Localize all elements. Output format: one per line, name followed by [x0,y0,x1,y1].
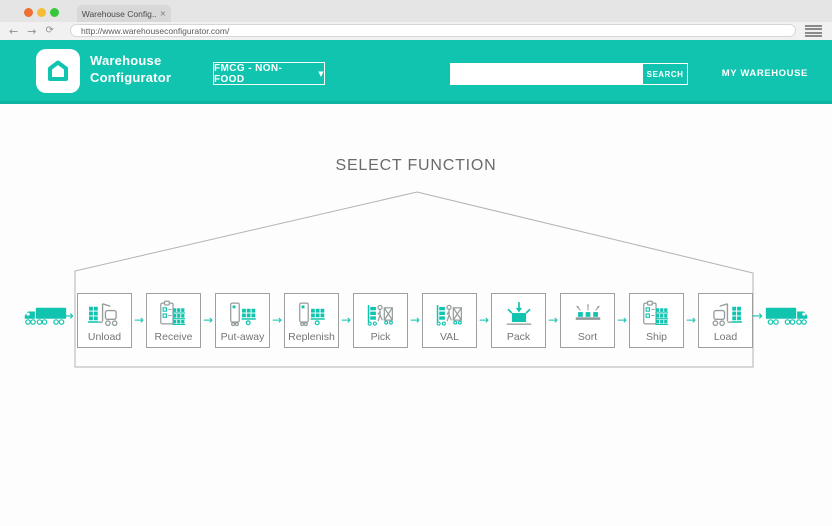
flow-arrow-icon: → [270,314,284,326]
category-dropdown-value: FMCG - NON-FOOD [214,63,309,85]
close-window-button[interactable] [24,8,33,17]
cart-picker-icon [433,294,467,331]
forward-icon[interactable]: → [27,26,36,37]
flow-arrow-icon: → [201,314,215,326]
refresh-icon[interactable]: ⟳ [45,26,53,36]
function-box-pack[interactable]: Pack [491,293,546,348]
flow-arrow-icon: → [546,314,560,326]
page-title: SELECT FUNCTION [0,157,832,175]
function-box-val[interactable]: VAL [422,293,477,348]
browser-tab[interactable]: Warehouse Config.. × [77,5,171,22]
main-content: SELECT FUNCTION → Unload → [0,104,832,526]
flow-arrow-icon: → [339,314,353,326]
brand-name: Warehouse Configurator [90,53,171,87]
maximize-window-button[interactable] [50,8,59,17]
function-label: Sort [578,331,597,343]
function-box-replenish[interactable]: Replenish [284,293,339,348]
function-label: Load [714,331,737,343]
function-label: Pick [371,331,391,343]
flow-arrow-icon: → [615,314,629,326]
outbound-arrow-icon: → [752,310,763,323]
tab-close-icon[interactable]: × [160,9,167,18]
outbound-truck-icon [764,304,810,334]
url-text: http://www.warehouseconfigurator.com/ [81,26,229,36]
search-input[interactable] [450,63,642,85]
function-box-load[interactable]: Load [698,293,753,348]
function-label: Receive [155,331,193,343]
flow-arrow-icon: → [477,314,491,326]
clipboard-shelf-icon [640,294,674,331]
function-box-receive[interactable]: Receive [146,293,201,348]
forklift-left-icon [87,294,122,331]
function-flow: Unload → Receive → [77,292,753,348]
function-box-pick[interactable]: Pick [353,293,408,348]
my-warehouse-link[interactable]: MY WAREHOUSE [722,68,808,79]
chevron-down-icon: ▼ [318,70,324,78]
minimize-window-button[interactable] [37,8,46,17]
flow-arrow-icon: → [684,314,698,326]
function-box-putaway[interactable]: Put-away [215,293,270,348]
hamburger-menu-icon[interactable] [805,25,822,37]
cart-picker-icon [364,294,398,331]
function-label: Unload [88,331,121,343]
flow-arrow-icon: → [408,314,422,326]
category-dropdown[interactable]: FMCG - NON-FOOD ▼ [213,62,325,85]
tab-title: Warehouse Config.. [82,9,157,19]
clipboard-shelf-icon [157,294,191,331]
function-label: Ship [646,331,667,343]
pallet-shelf-icon [226,294,260,331]
function-label: VAL [440,331,459,343]
flow-arrow-icon: → [132,314,146,326]
house-icon [43,56,73,86]
pack-box-icon [502,294,536,331]
browser-toolbar: ← → ⟳ http://www.warehouseconfigurator.c… [0,22,832,40]
search-button[interactable]: SEARCH [642,63,688,85]
inbound-arrow-icon: → [63,310,74,323]
pallet-shelf-icon [295,294,329,331]
function-label: Replenish [288,331,335,343]
app-header: Warehouse Configurator FMCG - NON-FOOD ▼… [0,40,832,104]
browser-titlebar: Warehouse Config.. × [0,0,832,22]
back-icon[interactable]: ← [9,26,18,37]
function-label: Pack [507,331,530,343]
function-box-unload[interactable]: Unload [77,293,132,348]
search-group: SEARCH [450,63,688,85]
inbound-truck-icon [22,304,68,334]
forklift-right-icon [708,294,743,331]
sort-conveyor-icon [571,294,605,331]
app-logo[interactable] [36,49,80,93]
address-bar[interactable]: http://www.warehouseconfigurator.com/ [70,24,796,37]
function-box-sort[interactable]: Sort [560,293,615,348]
function-label: Put-away [221,331,265,343]
function-box-ship[interactable]: Ship [629,293,684,348]
